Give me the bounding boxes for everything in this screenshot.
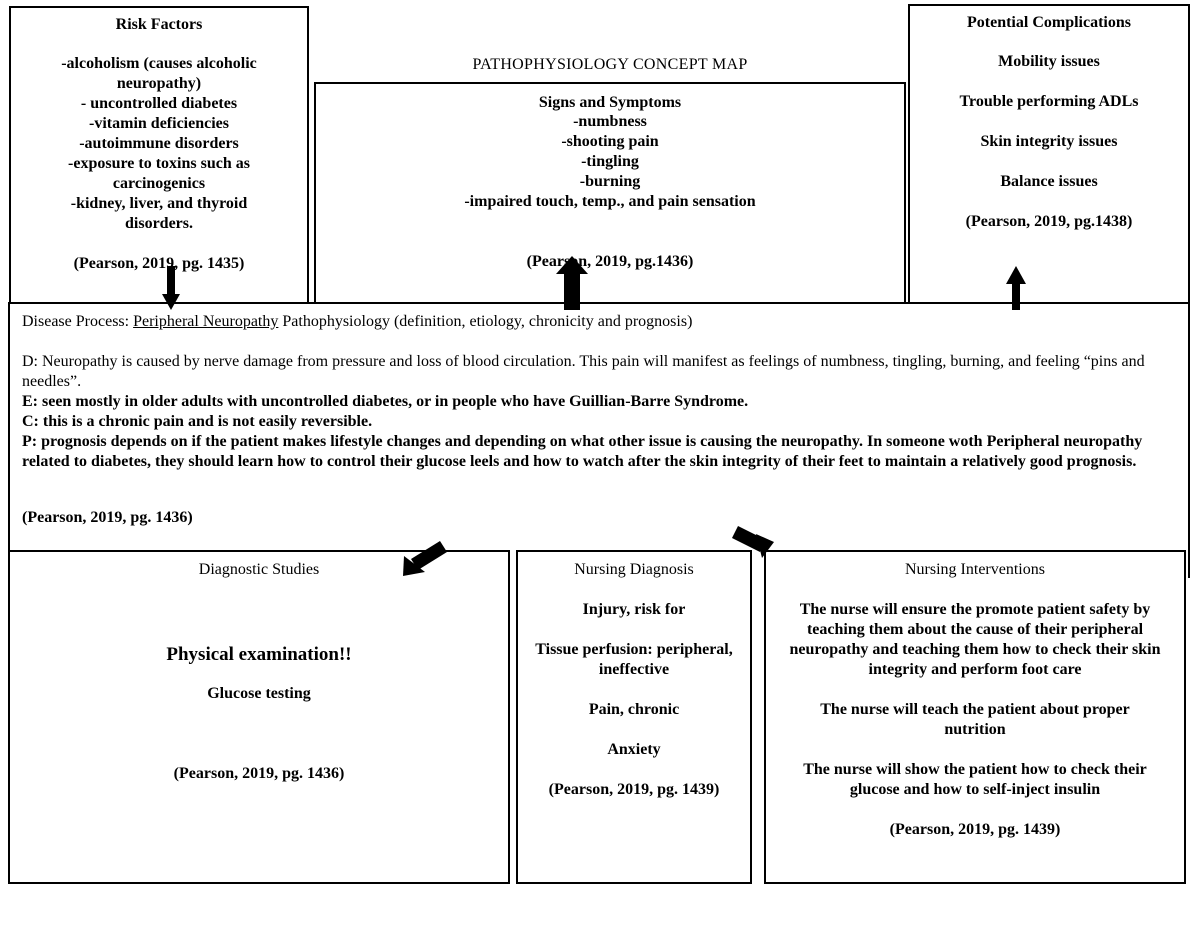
complications-title: Potential Complications: [967, 14, 1131, 31]
definition-text: D: Neuropathy is caused by nerve damage …: [22, 353, 1145, 390]
diagnostic-secondary: Glucose testing: [207, 685, 311, 702]
nursing-dx-item: Pain, chronic: [588, 701, 680, 718]
symptom-item: -tingling: [581, 153, 639, 170]
signs-symptoms-box: Signs and Symptoms -numbness -shooting p…: [314, 82, 906, 306]
complication-item: Mobility issues: [998, 53, 1100, 70]
risk-citation: (Pearson, 2019, pg. 1435): [73, 255, 245, 272]
interventions-citation: (Pearson, 2019, pg. 1439): [889, 821, 1061, 838]
disease-process-box: Disease Process: Peripheral Neuropathy P…: [8, 302, 1190, 578]
intervention-item: The nurse will ensure the promote patien…: [789, 601, 1161, 678]
diagnostic-primary: Physical examination!!: [166, 644, 352, 665]
risk-item: -exposure to toxins such as: [68, 155, 250, 172]
symptom-item: -impaired touch, temp., and pain sensati…: [464, 193, 756, 210]
signs-symptoms-title: Signs and Symptoms: [538, 94, 682, 111]
symptom-item: -shooting pain: [561, 133, 659, 150]
nursing-interventions-box: Nursing Interventions The nurse will ens…: [764, 550, 1186, 884]
nursing-interventions-title: Nursing Interventions: [905, 561, 1045, 578]
risk-item: -kidney, liver, and thyroid: [70, 195, 248, 212]
complications-citation: (Pearson, 2019, pg.1438): [965, 213, 1133, 230]
risk-item: carcinogenics: [112, 175, 206, 192]
nursing-diagnosis-title: Nursing Diagnosis: [574, 561, 694, 578]
complication-item: Balance issues: [1000, 173, 1098, 190]
etiology-text: E: seen mostly in older adults with unco…: [22, 393, 749, 410]
risk-factors-box: Risk Factors -alcoholism (causes alcohol…: [9, 6, 309, 304]
symptom-item: -burning: [579, 173, 641, 190]
arrow-down-icon: [162, 266, 180, 310]
nursing-dx-item: Tissue perfusion: peripheral, ineffectiv…: [535, 641, 733, 678]
risk-factors-title: Risk Factors: [115, 16, 203, 33]
nursing-dx-citation: (Pearson, 2019, pg. 1439): [548, 781, 720, 798]
risk-item: -autoimmune disorders: [79, 135, 239, 152]
risk-item: -alcoholism (causes alcoholic: [61, 55, 257, 72]
disease-citation: (Pearson, 2019, pg. 1436): [22, 509, 193, 526]
intervention-item: The nurse will show the patient how to c…: [803, 761, 1147, 798]
complication-item: Trouble performing ADLs: [959, 93, 1139, 110]
chronicity-text: C: this is a chronic pain and is not eas…: [22, 413, 373, 430]
arrow-up-icon: [556, 256, 588, 310]
diagnostic-studies-box: Diagnostic Studies Physical examination!…: [8, 550, 510, 884]
nursing-dx-item: Anxiety: [607, 741, 661, 758]
arrow-down-right-icon: [732, 526, 774, 558]
risk-item: neuropathy): [116, 75, 202, 92]
disease-process-heading: Disease Process: Peripheral Neuropathy P…: [22, 312, 1176, 332]
risk-item: -vitamin deficiencies: [89, 115, 229, 132]
risk-item: - uncontrolled diabetes: [80, 95, 238, 112]
symptom-item: -numbness: [573, 113, 647, 130]
diagnostic-citation: (Pearson, 2019, pg. 1436): [173, 765, 345, 782]
intervention-item: The nurse will teach the patient about p…: [820, 701, 1130, 738]
risk-item: disorders.: [125, 215, 193, 232]
prognosis-text: P: prognosis depends on if the patient m…: [22, 433, 1143, 470]
arrow-up-icon: [1006, 266, 1026, 310]
disease-suffix: Pathophysiology (definition, etiology, c…: [278, 313, 693, 330]
nursing-dx-item: Injury, risk for: [582, 601, 686, 618]
complications-box: Potential Complications Mobility issues …: [908, 4, 1190, 308]
disease-prefix: Disease Process:: [22, 313, 134, 330]
complication-item: Skin integrity issues: [980, 133, 1118, 150]
disease-name: Peripheral Neuropathy: [133, 313, 279, 330]
arrow-down-left-icon: [403, 541, 447, 576]
nursing-diagnosis-box: Nursing Diagnosis Injury, risk for Tissu…: [516, 550, 752, 884]
diagnostic-title: Diagnostic Studies: [198, 561, 320, 578]
concept-map-title: PATHOPHYSIOLOGY CONCEPT MAP: [472, 56, 748, 73]
